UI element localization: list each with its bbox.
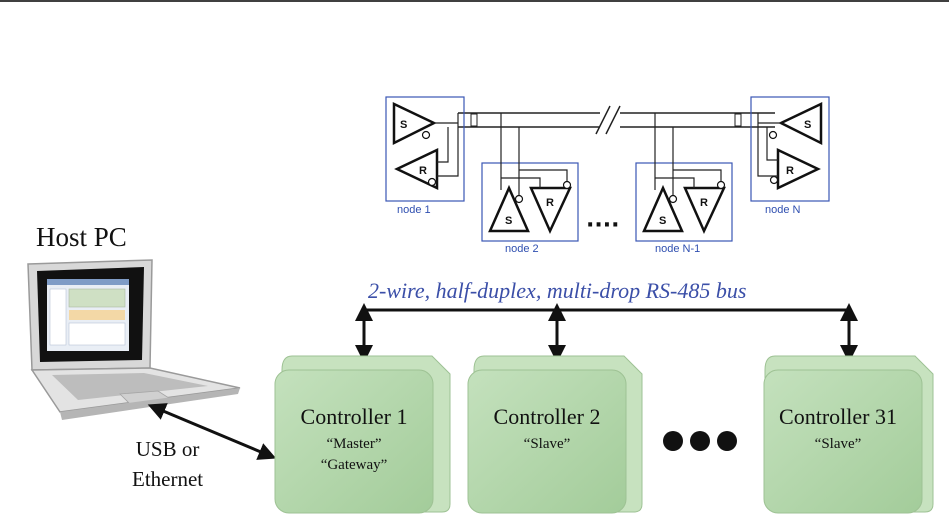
controller-1-role-2: “Gateway”: [320, 457, 388, 473]
host-link-arrow: [147, 403, 277, 460]
node-n-minus-1: [635, 113, 733, 242]
node-n-send-letter: S: [804, 119, 811, 131]
node-1-label: node 1: [397, 204, 431, 216]
node-2-send-driver-icon: [488, 184, 530, 233]
controller-31-block: [763, 355, 934, 514]
bus-break-mark-2: [605, 105, 621, 135]
host-connection-line-1: USB or: [135, 437, 200, 461]
node-n: [750, 96, 830, 202]
rs485-schematic: S R S R S R S R node 1 node 2 node N-1 n…: [385, 96, 830, 255]
node-n-send-driver-icon: [778, 102, 823, 146]
node-n-receive-letter: R: [786, 165, 794, 177]
controllers-ellipsis-dot-2: [690, 431, 710, 451]
node-n-minus-1-receive-letter: R: [700, 197, 708, 209]
controller-2-block: [467, 355, 643, 514]
node-1: [385, 96, 465, 202]
node-2-box: [481, 162, 579, 242]
node-2-send-letter: S: [505, 215, 512, 227]
node-2: [481, 113, 579, 242]
controller-1-title: Controller 1: [300, 404, 408, 429]
controllers-ellipsis-dot-3: [717, 431, 737, 451]
controller-2-title: Controller 2: [493, 404, 601, 429]
host-connection-label: USB or Ethernet: [132, 434, 203, 494]
node-n-minus-1-label: node N-1: [655, 243, 700, 255]
nodes-ellipsis: ····: [586, 213, 619, 238]
terminator-right: [734, 113, 742, 127]
bus-label: 2-wire, half-duplex, multi-drop RS-485 b…: [368, 278, 747, 303]
controller-1-role-1: “Master”: [326, 436, 382, 452]
node-1-send-driver-icon: [392, 102, 437, 146]
bus-break-mark-1: [595, 105, 611, 135]
terminator-left: [470, 113, 478, 127]
host-connection-line-2: Ethernet: [132, 467, 204, 491]
host-pc-title: Host PC: [36, 222, 127, 252]
controller-31-title: Controller 31: [779, 404, 897, 429]
node-n-minus-1-box: [635, 162, 733, 242]
node-n-minus-1-send-letter: S: [659, 215, 666, 227]
node-n-minus-1-receive-driver-icon: [683, 186, 726, 235]
node-n-label: node N: [765, 204, 801, 216]
laptop-icon: [27, 259, 241, 420]
node-2-receive-letter: R: [546, 197, 554, 209]
node-1-send-letter: S: [400, 119, 407, 131]
controllers-ellipsis-dot-1: [663, 431, 683, 451]
node-1-receive-driver-icon: [394, 148, 439, 190]
node-2-label: node 2: [505, 243, 539, 255]
node-n-minus-1-send-driver-icon: [642, 184, 684, 233]
node-n-box: [750, 96, 830, 202]
node-1-receive-letter: R: [419, 165, 427, 177]
controller-1-block: [274, 355, 451, 514]
node-2-receive-driver-icon: [529, 186, 572, 235]
controller-2-role-1: “Slave”: [523, 436, 571, 452]
node-n-receive-driver-icon: [776, 148, 821, 190]
node-1-box: [385, 96, 465, 202]
controller-31-role-1: “Slave”: [814, 436, 862, 452]
